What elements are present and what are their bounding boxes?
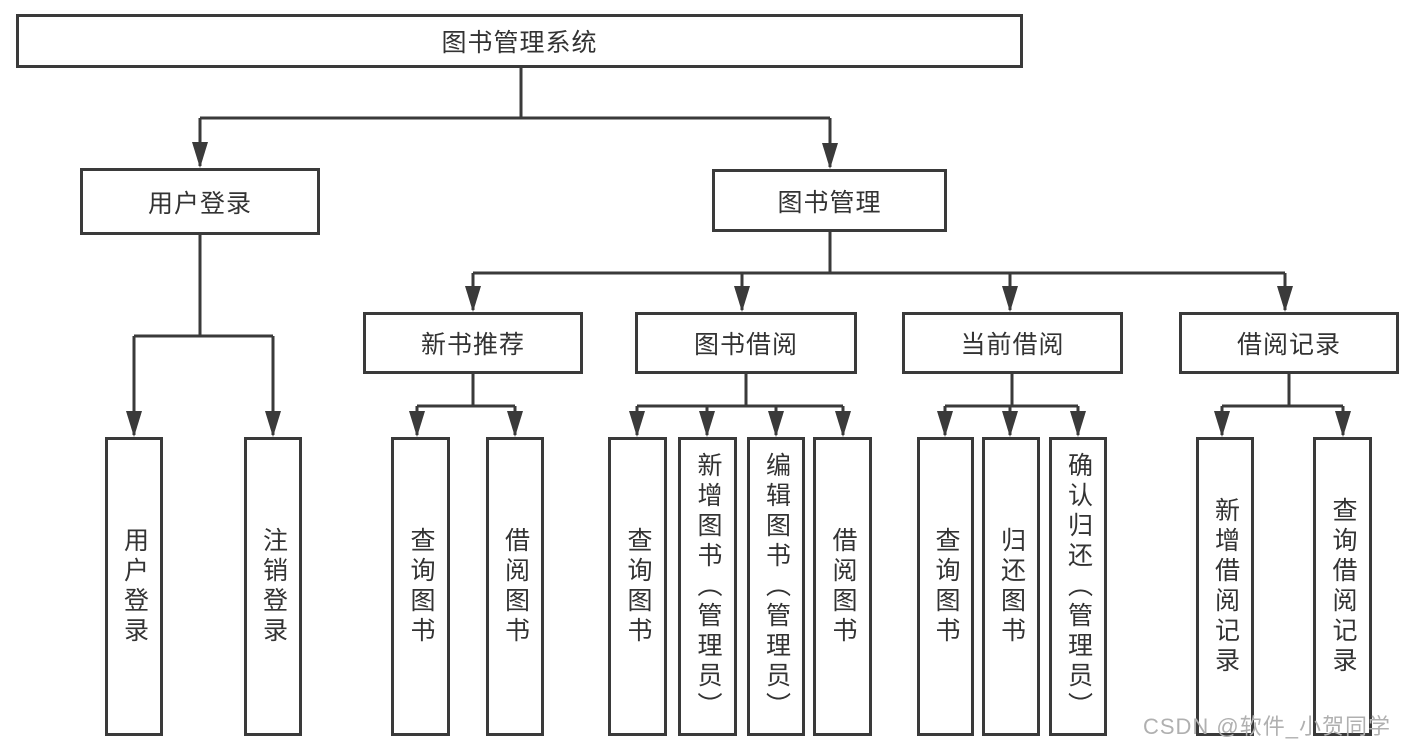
leaf-records-query-record-label: 查询借阅记录 [1329,496,1357,677]
leaf-borrow-borrow-books: 借阅图书 [813,437,872,736]
leaf-borrow-query-books: 查询图书 [608,437,667,736]
leaf-borrow-add-books-admin-label: 新增图书（管理员） [694,451,722,722]
node-user-login: 用户登录 [80,168,320,235]
leaf-borrow-edit-books-admin: 编辑图书（管理员） [747,437,805,736]
leaf-user-login-label: 用户登录 [120,526,149,647]
leaf-current-confirm-return-admin: 确认归还（管理员） [1049,437,1107,736]
leaf-current-return-books-label: 归还图书 [997,526,1026,647]
leaf-user-login: 用户登录 [105,437,163,736]
leaf-borrow-query-books-label: 查询图书 [624,526,652,647]
leaf-current-query-books-label: 查询图书 [932,526,960,647]
leaf-newbook-query-books-label: 查询图书 [407,526,435,647]
node-borrow-records: 借阅记录 [1179,312,1399,374]
node-current-borrow: 当前借阅 [902,312,1123,374]
leaf-records-query-record: 查询借阅记录 [1313,437,1372,736]
node-book-borrow: 图书借阅 [635,312,857,374]
leaf-borrow-edit-books-admin-label: 编辑图书（管理员） [762,451,791,722]
leaf-newbook-borrow-books-label: 借阅图书 [501,526,530,647]
leaf-current-confirm-return-admin-label: 确认归还（管理员） [1064,451,1093,722]
leaf-current-return-books: 归还图书 [982,437,1040,736]
leaf-current-query-books: 查询图书 [917,437,974,736]
leaf-newbook-borrow-books: 借阅图书 [486,437,544,736]
node-library-management-system: 图书管理系统 [16,14,1023,68]
leaf-newbook-query-books: 查询图书 [391,437,450,736]
node-book-management: 图书管理 [712,169,947,232]
node-new-book-recommend: 新书推荐 [363,312,583,374]
leaf-records-add-record-label: 新增借阅记录 [1211,496,1240,677]
leaf-borrow-borrow-books-label: 借阅图书 [829,526,857,647]
leaf-borrow-add-books-admin: 新增图书（管理员） [678,437,737,736]
leaf-logout-label: 注销登录 [259,526,288,647]
csdn-watermark: CSDN @软件_小贺同学 [1142,714,1391,739]
leaf-records-add-record: 新增借阅记录 [1196,437,1254,736]
leaf-logout: 注销登录 [244,437,302,736]
